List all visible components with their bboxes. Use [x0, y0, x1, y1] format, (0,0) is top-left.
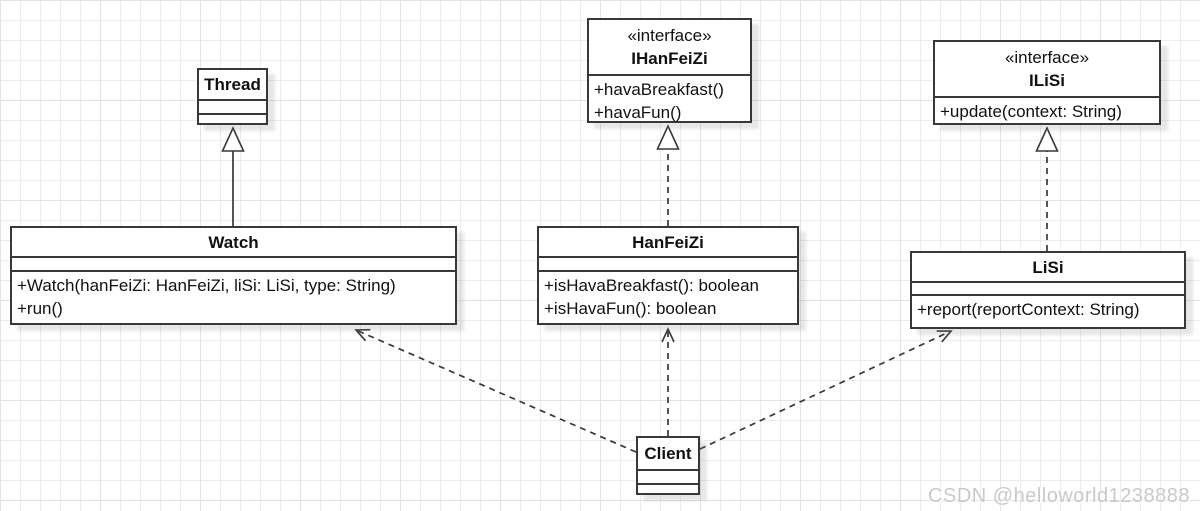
csdn-watermark: CSDN @helloworld1238888 — [928, 485, 1190, 507]
class-title: Client — [638, 438, 698, 469]
uml-class-hanfeizi: HanFeiZi +isHavaBreakfast(): boolean +is… — [537, 226, 799, 325]
method: +isHavaFun(): boolean — [544, 299, 717, 318]
class-name: IHanFeiZi — [631, 49, 708, 68]
uml-class-lisi: LiSi +report(reportContext: String) — [910, 251, 1186, 329]
uml-class-client: Client — [636, 436, 700, 495]
attributes-compartment-empty — [638, 469, 698, 483]
class-name: Client — [644, 444, 692, 463]
class-title: Watch — [12, 228, 455, 256]
class-title: Thread — [199, 70, 266, 99]
method: +report(reportContext: String) — [917, 300, 1140, 319]
attributes-compartment-empty — [539, 256, 797, 270]
class-name: Thread — [204, 75, 261, 94]
class-title: «interface» ILiSi — [935, 42, 1159, 96]
class-name: LiSi — [1032, 257, 1064, 277]
uml-class-thread: Thread — [197, 68, 268, 125]
method: +update(context: String) — [940, 102, 1122, 121]
attributes-compartment-empty — [12, 256, 455, 270]
method: +havaFun() — [594, 103, 682, 122]
method: +havaBreakfast() — [594, 80, 724, 99]
methods-compartment: +update(context: String) — [935, 96, 1159, 125]
edge-client-depends-watch — [354, 328, 637, 453]
methods-compartment: +isHavaBreakfast(): boolean +isHavaFun()… — [539, 270, 797, 323]
methods-compartment-empty — [199, 113, 266, 123]
methods-compartment-empty — [638, 483, 698, 493]
uml-class-watch: Watch +Watch(hanFeiZi: HanFeiZi, liSi: L… — [10, 226, 457, 325]
class-title: «interface» IHanFeiZi — [589, 20, 750, 74]
methods-compartment: +havaBreakfast() +havaFun() — [589, 74, 750, 126]
class-title: HanFeiZi — [539, 228, 797, 256]
class-title: LiSi — [912, 253, 1184, 281]
attributes-compartment-empty — [199, 99, 266, 113]
uml-interface-ihanfeizi: «interface» IHanFeiZi +havaBreakfast() +… — [587, 18, 752, 123]
method: +Watch(hanFeiZi: HanFeiZi, liSi: LiSi, t… — [17, 276, 396, 295]
class-name: ILiSi — [1029, 71, 1065, 90]
methods-compartment: +report(reportContext: String) — [912, 294, 1184, 327]
uml-interface-ilisi: «interface» ILiSi +update(context: Strin… — [933, 40, 1161, 125]
method: +isHavaBreakfast(): boolean — [544, 276, 759, 295]
class-name: Watch — [208, 232, 259, 252]
methods-compartment: +Watch(hanFeiZi: HanFeiZi, liSi: LiSi, t… — [12, 270, 455, 323]
method: +run() — [17, 299, 63, 318]
attributes-compartment-empty — [912, 281, 1184, 294]
class-name: HanFeiZi — [632, 232, 704, 252]
stereotype-label: «interface» — [1004, 48, 1090, 67]
stereotype-label: «interface» — [627, 26, 712, 45]
edge-client-depends-lisi — [699, 330, 953, 450]
